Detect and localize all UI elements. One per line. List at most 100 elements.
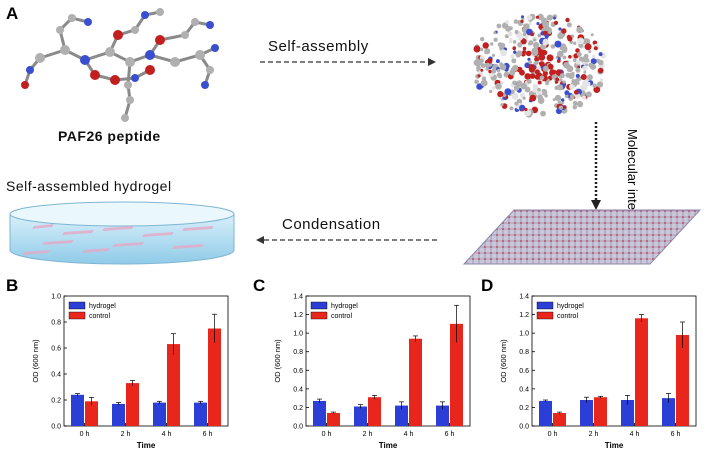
atom <box>575 60 581 65</box>
atom <box>523 23 527 28</box>
atom <box>580 74 587 80</box>
hydrogel-label: Self-assembled hydrogel <box>6 178 172 194</box>
atom <box>539 75 545 81</box>
atom <box>585 91 592 98</box>
atom <box>535 57 539 61</box>
atom <box>569 83 575 90</box>
panel-c-letter: C <box>253 276 266 295</box>
bar-hydrogel <box>354 406 367 426</box>
legend-swatch-control <box>536 311 554 320</box>
atom <box>514 101 519 106</box>
atom <box>511 58 517 64</box>
x-tick-label: 2 h <box>589 431 599 438</box>
atom <box>527 57 531 62</box>
y-tick-label: 0.4 <box>51 372 61 379</box>
atom <box>485 62 491 68</box>
molecular-interaction-label-wrap: Molecular interaction <box>614 129 654 249</box>
atom <box>560 43 567 49</box>
bar-control <box>167 344 180 426</box>
legend-label-hydrogel: hydrogel <box>331 303 358 310</box>
atom <box>536 22 540 26</box>
atom <box>537 87 541 92</box>
atom <box>517 42 523 48</box>
atom <box>558 105 563 110</box>
atom <box>569 94 575 99</box>
bar-control <box>85 401 98 426</box>
atom <box>578 43 584 48</box>
atom <box>529 94 537 102</box>
atom <box>528 40 534 46</box>
atom <box>567 36 573 42</box>
atom <box>497 74 503 79</box>
atom <box>490 42 494 46</box>
atom <box>552 98 556 102</box>
x-axis-label: Time <box>379 441 398 450</box>
atom <box>575 73 580 78</box>
atom <box>493 37 498 42</box>
atom <box>534 69 540 75</box>
atom <box>510 89 515 95</box>
atom <box>559 78 563 82</box>
atom <box>537 80 542 85</box>
atom <box>497 91 504 98</box>
atom <box>539 61 545 67</box>
self-assembly-label: Self-assembly <box>268 38 369 55</box>
atom <box>572 100 578 106</box>
atom <box>480 63 486 69</box>
x-tick-label: 0 h <box>322 431 332 438</box>
atom <box>561 28 567 34</box>
bar-hydrogel <box>153 402 166 426</box>
atom <box>476 83 483 90</box>
atom <box>569 40 573 45</box>
atom <box>507 31 513 37</box>
atom <box>573 58 577 63</box>
panel-d-letter: D <box>481 276 494 295</box>
atom <box>529 73 536 79</box>
plot-frame <box>63 295 229 427</box>
atom <box>513 85 520 91</box>
atom <box>544 34 549 39</box>
atom <box>495 59 500 64</box>
y-tick-label: 0.2 <box>51 398 61 405</box>
y-tick-label: 0.8 <box>293 349 303 356</box>
atom <box>572 104 578 110</box>
panel-b-letter: B <box>6 276 19 295</box>
atom <box>533 61 538 66</box>
bar-control <box>553 413 566 426</box>
atom <box>484 48 491 55</box>
y-tick-label: 0.8 <box>519 349 529 356</box>
panel-a-letter: A <box>6 4 19 23</box>
atom <box>562 55 567 60</box>
atom <box>528 22 532 25</box>
atom <box>593 86 601 93</box>
bar-hydrogel <box>621 400 634 426</box>
x-tick-label: 4 h <box>630 431 640 438</box>
atom <box>592 83 597 88</box>
y-tick-label: 1.2 <box>519 312 529 319</box>
atom <box>559 73 565 79</box>
y-tick-label: 1.2 <box>293 312 303 319</box>
legend-label-hydrogel: hydrogel <box>557 303 584 310</box>
y-tick-label: 0.4 <box>293 386 303 393</box>
y-tick-label: 0.6 <box>519 368 529 375</box>
atom <box>535 15 540 19</box>
y-tick-label: 1.0 <box>519 331 529 338</box>
atom <box>576 51 582 57</box>
atom <box>542 65 549 72</box>
y-tick-label: 0.2 <box>293 405 303 412</box>
peptide-label: PAF26 peptide <box>58 128 161 144</box>
y-tick-label: 0.4 <box>519 386 529 393</box>
atom <box>479 58 484 64</box>
bar-hydrogel <box>580 400 593 426</box>
atom <box>576 26 584 34</box>
atom <box>586 74 593 81</box>
legend-label-control: control <box>331 313 352 320</box>
atom <box>598 59 604 66</box>
bar-control <box>635 318 648 426</box>
y-tick-label: 0.6 <box>293 368 303 375</box>
legend-label-control: control <box>89 313 110 320</box>
x-tick-label: 6 h <box>203 431 213 438</box>
bar-control <box>450 323 463 426</box>
plot-frame <box>531 295 697 427</box>
